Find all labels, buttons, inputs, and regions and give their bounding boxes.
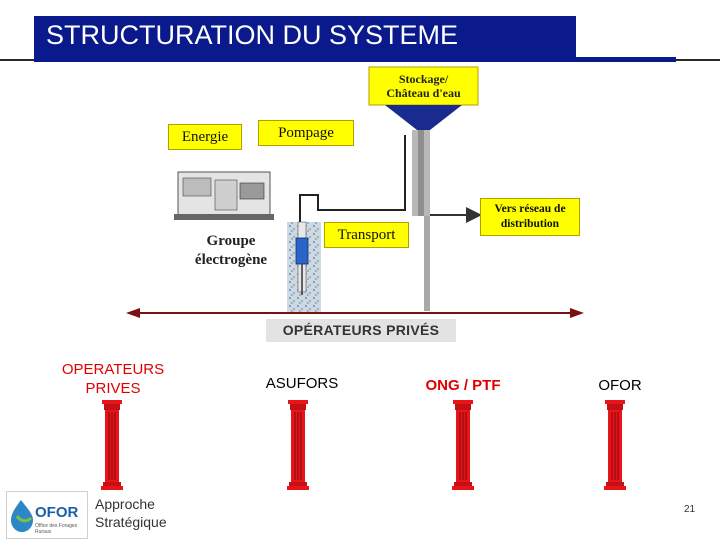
water-tower xyxy=(368,66,479,311)
footer-text: Approche Stratégique xyxy=(95,495,167,531)
operators-band: OPÉRATEURS PRIVÉS xyxy=(266,319,456,342)
ofor-logo: OFOR Office des Forages Ruraux xyxy=(6,491,88,539)
logo-subtext: Office des Forages Ruraux xyxy=(35,523,78,535)
footer-text-line-2: Stratégique xyxy=(95,514,167,530)
title-underline xyxy=(34,57,676,62)
pillar-4 xyxy=(604,400,626,490)
pillar-3 xyxy=(452,400,474,490)
generator-label-line-2: électrogène xyxy=(194,252,268,268)
pillar-label-ofor: OFOR xyxy=(598,377,642,394)
borehole xyxy=(287,221,321,312)
network-box: Vers réseau de distribution xyxy=(480,198,580,236)
pillar-1 xyxy=(101,400,123,490)
footer-text-line-1: Approche xyxy=(95,496,155,512)
network-label-line-2: distribution xyxy=(500,218,560,230)
operators-row-label-line-2: PRIVES xyxy=(85,380,141,397)
logo-text: OFOR xyxy=(35,504,79,521)
operators-double-arrow xyxy=(126,308,584,318)
pillar-2 xyxy=(287,400,309,490)
pipes xyxy=(299,135,482,223)
title-bar xyxy=(34,16,576,58)
transport-box: Transport xyxy=(324,222,409,248)
storage-label-line-1: Stockage/ xyxy=(398,72,449,86)
energie-box: Energie xyxy=(168,124,242,150)
energie-label: Energie xyxy=(181,129,229,145)
slide-title: STRUCTURATION DU SYSTEME xyxy=(46,20,459,50)
storage-label-line-2: Château d'eau xyxy=(386,86,461,100)
transport-label: Transport xyxy=(337,227,396,243)
page-number: 21 xyxy=(684,504,696,515)
generator-icon xyxy=(174,171,274,220)
operators-row-label-line-1: OPERATEURS xyxy=(61,361,165,378)
generator-label-line-1: Groupe xyxy=(206,233,256,249)
storage-label: Stockage/ Château d'eau xyxy=(369,72,478,100)
pompage-box: Pompage xyxy=(258,120,354,146)
pillar-label-ong-ptf: ONG / PTF xyxy=(425,377,501,394)
pompage-label: Pompage xyxy=(278,125,334,141)
logo-drop-icon xyxy=(11,500,33,532)
operators-row-label: OPERATEURS PRIVES xyxy=(48,360,178,398)
pillar-label-asufors: ASUFORS xyxy=(265,375,339,392)
network-label-line-1: Vers réseau de xyxy=(494,203,566,215)
generator-label: Groupe électrogène xyxy=(176,232,286,270)
